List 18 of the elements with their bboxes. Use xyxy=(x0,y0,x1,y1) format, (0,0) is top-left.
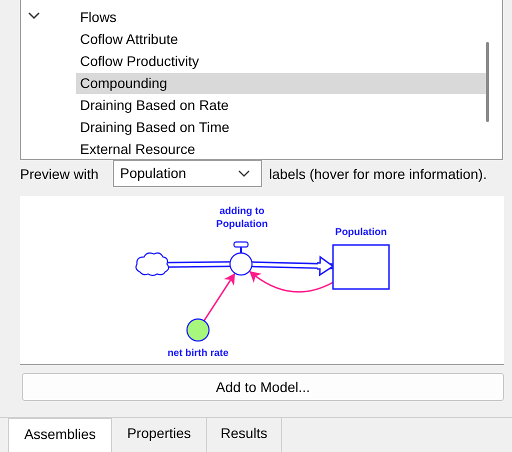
selected-tab: Assemblies xyxy=(8,418,112,452)
tree-item: Coflow Productivity xyxy=(79,52,200,71)
label-text: Preview with xyxy=(20,166,99,182)
selected-tree-item: Compounding xyxy=(76,73,486,94)
tree-item: Coflow Attribute xyxy=(79,30,180,49)
node-label: Population xyxy=(334,226,388,239)
tree-item: Draining Based on Time xyxy=(79,118,230,137)
node-label: adding to Population xyxy=(215,205,269,231)
add-button: Add to Model... xyxy=(22,373,504,401)
node-label: net birth rate xyxy=(166,347,230,360)
connector-arrow xyxy=(248,270,334,293)
label-text: labels (hover for more information). xyxy=(269,166,487,182)
tree-item: Flows xyxy=(79,8,118,27)
tree-item: Draining Based on Rate xyxy=(79,96,230,115)
dropdown: Population xyxy=(113,160,262,187)
tree-item: External Resource xyxy=(79,140,196,159)
flow-pipe xyxy=(252,256,334,276)
connector-arrow xyxy=(203,272,236,322)
